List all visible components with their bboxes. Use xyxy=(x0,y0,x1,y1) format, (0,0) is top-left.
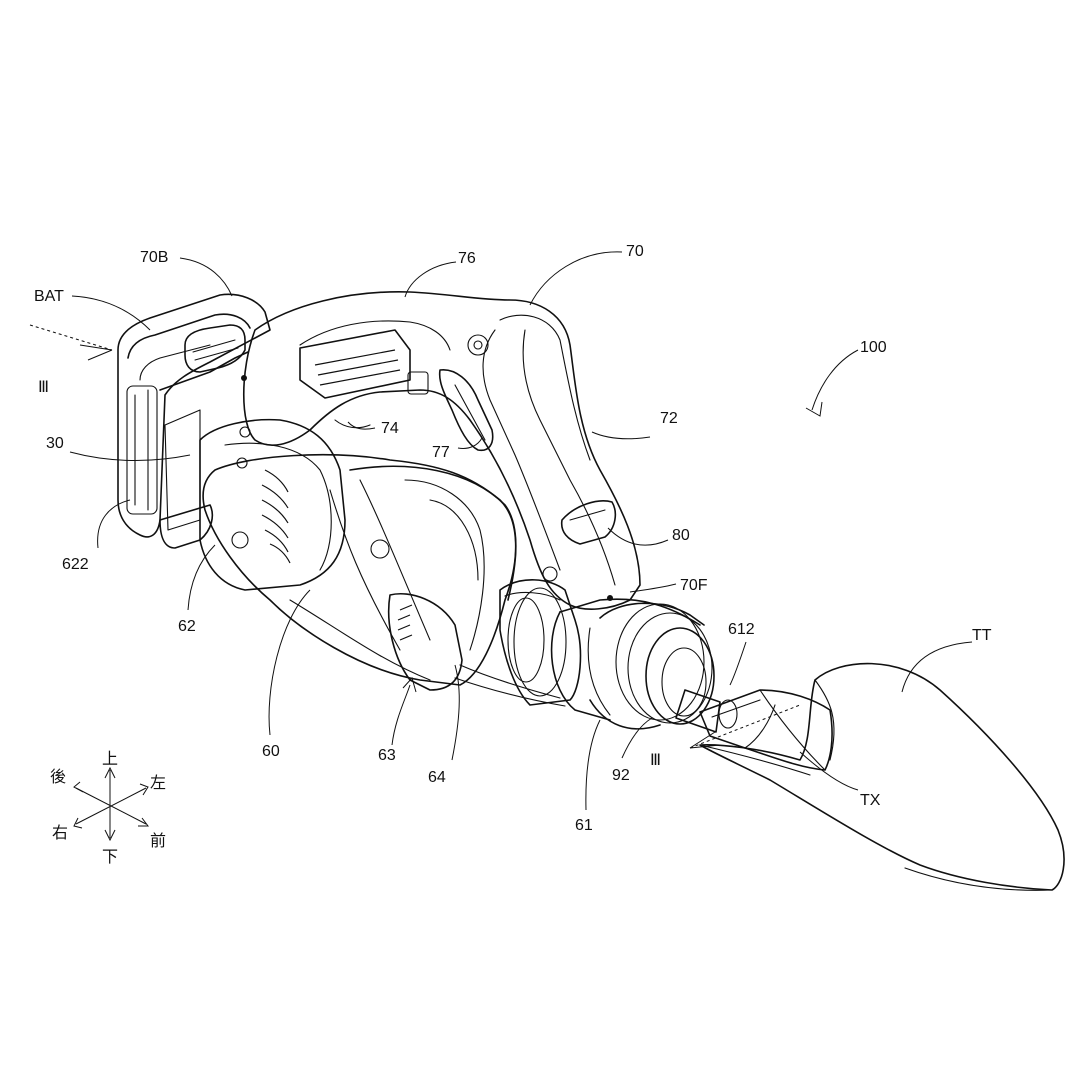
label-80: 80 xyxy=(672,527,690,544)
direction-front: 前 xyxy=(150,831,166,850)
label-bat: BAT xyxy=(34,288,64,305)
motor-housing xyxy=(202,453,566,707)
trowel-blade xyxy=(699,662,1065,891)
leader-lines xyxy=(69,251,973,811)
handle xyxy=(241,291,641,610)
trowel-tang xyxy=(699,689,833,771)
direction-right: 右 xyxy=(52,823,68,842)
label-60: 60 xyxy=(262,743,280,760)
direction-indicator: 上 後 左 右 前 下 xyxy=(50,749,166,866)
label-74: 74 xyxy=(381,420,399,437)
label-30: 30 xyxy=(46,435,64,452)
direction-left: 左 xyxy=(150,773,166,792)
label-92: 92 xyxy=(612,767,630,784)
direction-back: 後 xyxy=(50,767,66,786)
label-72: 72 xyxy=(660,410,678,427)
label-70: 70 xyxy=(626,243,644,260)
direction-up: 上 xyxy=(102,749,118,768)
gear-housing xyxy=(499,579,582,706)
reference-labels: 70B BAT Ⅲ 76 70 100 72 74 77 30 80 70F 6… xyxy=(34,243,992,834)
label-tt: TT xyxy=(972,627,992,644)
label-tx: TX xyxy=(860,792,881,809)
label-70f: 70F xyxy=(680,577,708,594)
section-line xyxy=(29,324,801,749)
label-76: 76 xyxy=(458,250,476,267)
label-62: 62 xyxy=(178,618,196,635)
label-622: 622 xyxy=(62,556,89,573)
label-63: 63 xyxy=(378,747,396,764)
label-section-left: Ⅲ xyxy=(38,379,49,396)
label-section-right: Ⅲ xyxy=(650,752,661,769)
direction-down: 下 xyxy=(102,847,118,866)
label-612: 612 xyxy=(728,621,755,638)
label-70b: 70B xyxy=(140,249,168,266)
rear-housing xyxy=(199,418,346,591)
shaft xyxy=(675,689,738,733)
label-64: 64 xyxy=(428,769,446,786)
battery-pack xyxy=(117,293,271,549)
label-77: 77 xyxy=(432,444,450,461)
vent-slots xyxy=(261,469,291,564)
label-61: 61 xyxy=(575,817,593,834)
label-100: 100 xyxy=(860,339,887,356)
chuck xyxy=(550,598,715,730)
